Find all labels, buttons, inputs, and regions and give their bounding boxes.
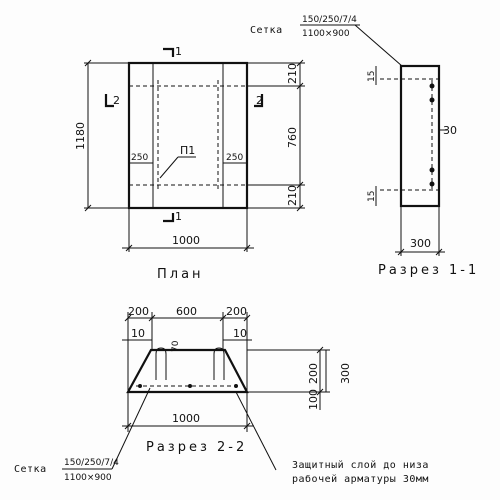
drawing-line <box>243 314 251 322</box>
mark-p1: П1 <box>180 144 195 157</box>
plan-cut-2-right-label: 2 <box>256 94 263 107</box>
drawing-line <box>124 314 132 322</box>
plan-cut-2-right <box>254 94 264 108</box>
mesh-spec-top-2: 150/250/7/4 <box>64 458 119 468</box>
dim-label-210-top: 210 <box>286 63 299 84</box>
mesh-spec-top-1: 150/250/7/4 <box>302 15 357 25</box>
dim-label-1180: 1180 <box>74 122 87 150</box>
lifting-loop-right <box>213 347 225 380</box>
drawing-line <box>159 156 179 179</box>
dim-label-600: 600 <box>176 305 197 318</box>
dim-label-250-left: 250 <box>131 153 148 163</box>
plan-cut-2-left <box>104 94 114 108</box>
drawing-line <box>125 244 133 252</box>
drawing-line <box>296 82 304 90</box>
drawing-line <box>243 422 251 430</box>
dim-label-1000-plan: 1000 <box>172 234 200 247</box>
section-1-1-view: Сетка 150/250/7/4 1100×900 15 15 30 300 … <box>250 15 479 278</box>
drawing-line <box>296 181 304 189</box>
dim-label-300-section11: 300 <box>410 237 431 250</box>
rebar-dot <box>429 97 435 103</box>
section-2-2-title: Разрез 2-2 <box>146 440 247 455</box>
section-1-1-title: Разрез 1-1 <box>378 263 479 278</box>
dim-label-10-right: 10 <box>233 327 247 340</box>
dim-label-760: 760 <box>286 127 299 148</box>
plan-outline <box>127 61 249 210</box>
plan-title: План <box>157 267 204 282</box>
rebar-dot <box>138 384 142 388</box>
drawing-line <box>243 244 251 252</box>
dim-label-15-top: 15 <box>367 71 377 82</box>
drawing-line <box>84 204 92 212</box>
dim-label-200-left: 200 <box>128 305 149 318</box>
lifting-loop-left <box>155 347 167 380</box>
dim-label-10-left: 10 <box>131 327 145 340</box>
drawing-line <box>296 204 304 212</box>
mesh-spec-bottom-2: 1100×900 <box>64 473 112 483</box>
drawing-line <box>84 59 92 67</box>
rebar-dot <box>429 167 435 173</box>
dim-label-100-vertical: 100 <box>307 389 320 410</box>
plan-view: 1 1 2 2 1180 210 760 210 250 250 <box>74 45 305 282</box>
drawing-line <box>148 314 156 322</box>
section-2-2-outline <box>126 348 249 394</box>
drawing-line <box>296 59 304 67</box>
mesh-label-1: Сетка <box>250 25 283 36</box>
plan-cut-2-left-label: 2 <box>113 94 120 107</box>
plan-cut-1-bottom <box>163 213 175 223</box>
drawing-line <box>397 248 405 256</box>
mesh-leader-2 <box>111 387 151 470</box>
dim-label-30: 30 <box>443 124 457 137</box>
dim-label-15-bottom: 15 <box>367 191 377 202</box>
dim-label-200-right: 200 <box>226 305 247 318</box>
section-1-1-outline <box>399 64 441 208</box>
drawing-line <box>316 346 324 354</box>
dim-label-250-right: 250 <box>226 153 243 163</box>
cover-note-line2: рабочей арматуры 30мм <box>292 473 429 485</box>
plan-cut-1-bottom-label: 1 <box>175 210 182 223</box>
drawing-line <box>435 248 443 256</box>
rebar-dot <box>234 384 238 388</box>
dim-label-1000-section22: 1000 <box>172 412 200 425</box>
dim-label-70: 70 <box>171 340 181 352</box>
dim-label-300-vertical: 300 <box>339 363 352 384</box>
drawing-line <box>219 314 227 322</box>
rebar-dot <box>429 83 435 89</box>
mesh-leader-1 <box>354 24 403 67</box>
rebar-dot <box>188 384 192 388</box>
mesh-spec-bottom-1: 1100×900 <box>302 29 350 39</box>
section-2-2-view: 200 600 200 10 10 70 200 100 300 1000 Ра… <box>14 305 429 485</box>
mesh-label-2: Сетка <box>14 464 47 475</box>
cover-note-line1: Защитный слой до низа <box>292 459 429 471</box>
dim-label-210-bottom: 210 <box>286 185 299 206</box>
rebar-dot <box>429 181 435 187</box>
cover-leader <box>235 391 277 471</box>
drawing-line <box>124 422 132 430</box>
drawing-line <box>316 388 324 396</box>
dim-label-200-vertical: 200 <box>307 363 320 384</box>
plan-cut-1-top <box>163 47 175 57</box>
plan-cut-1-top-label: 1 <box>175 45 182 58</box>
